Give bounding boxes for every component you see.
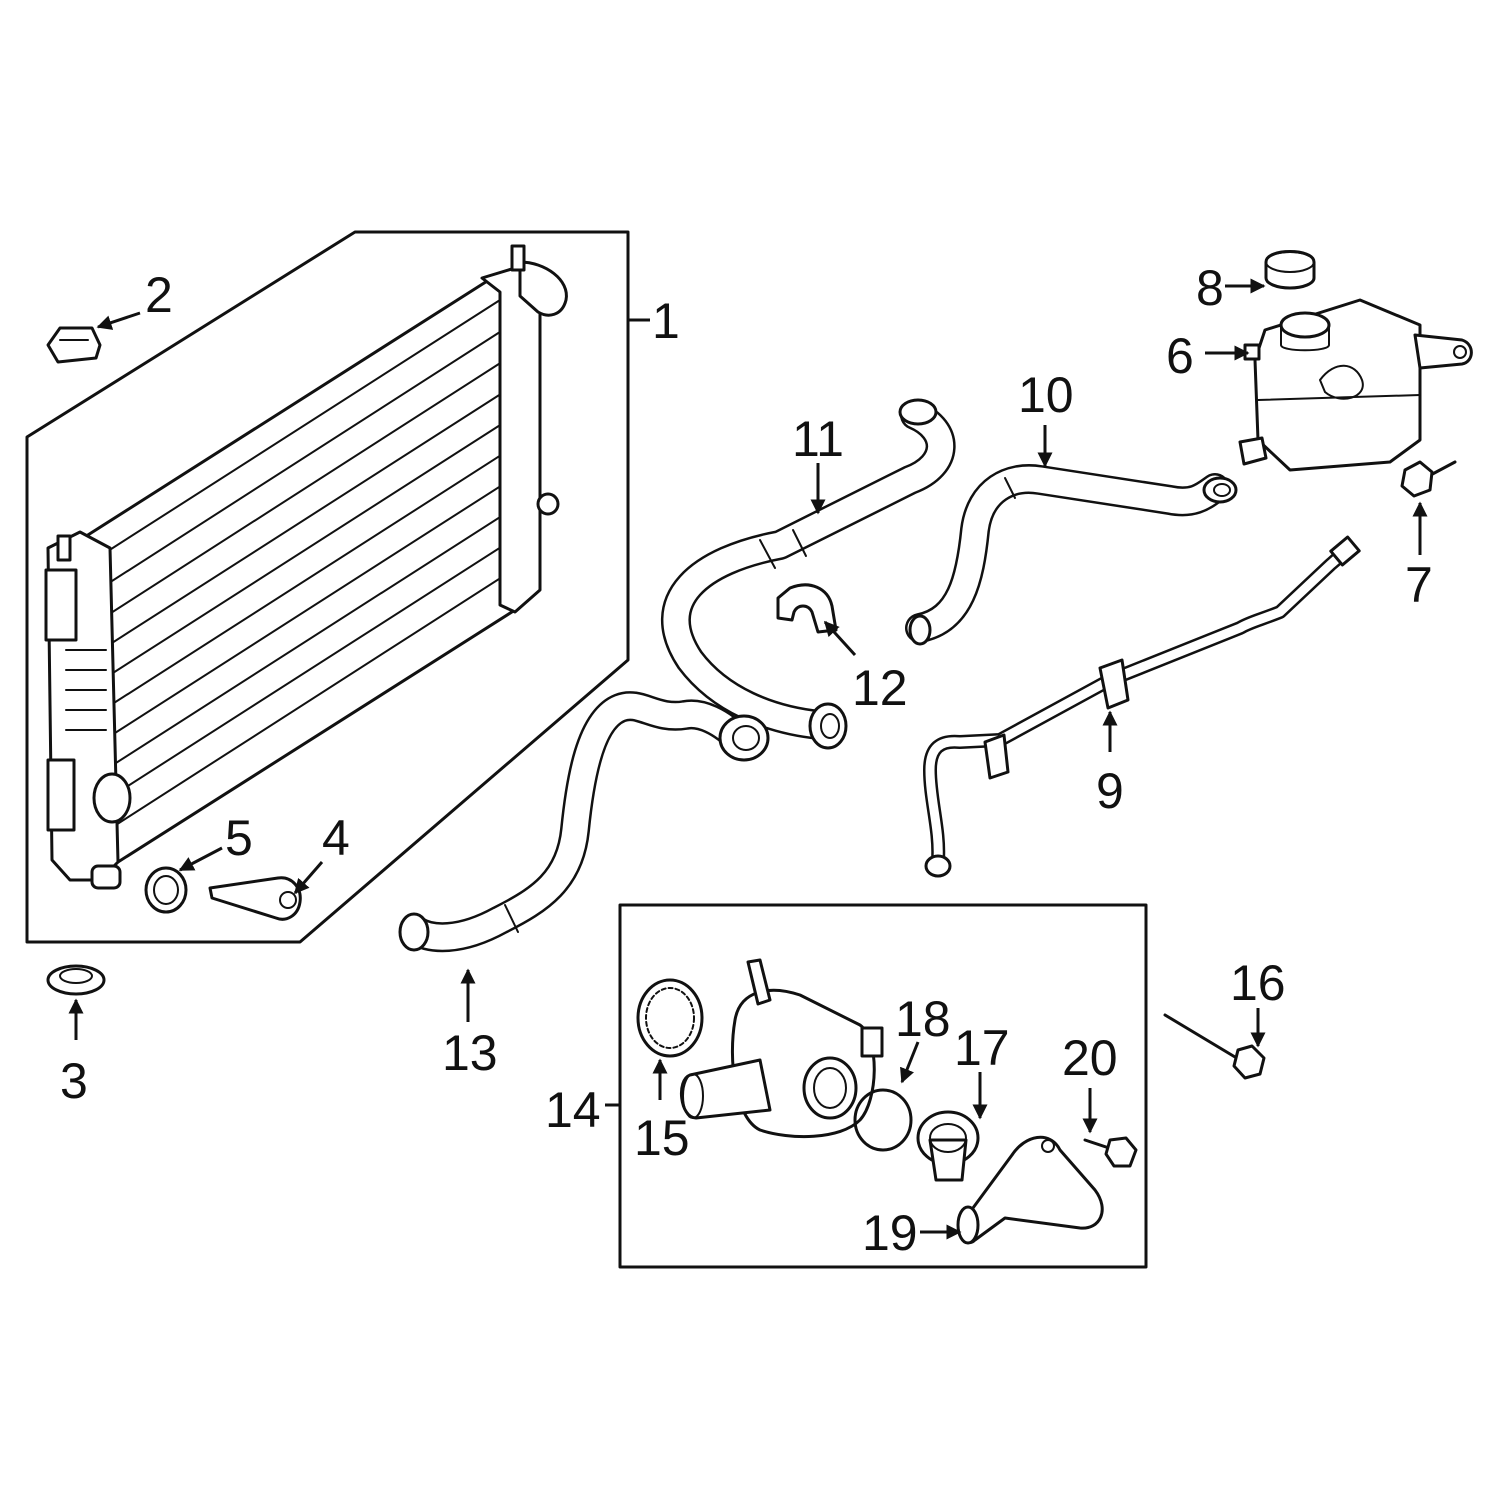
radiator-drain-plug — [90, 864, 122, 890]
part-5-o-ring — [144, 866, 188, 914]
callout-12: 12 — [852, 660, 908, 716]
radiator-upper-outlet — [518, 260, 568, 317]
part-10-overflow-hose — [905, 464, 1238, 646]
thermostat-housing — [679, 958, 884, 1138]
radiator-fins — [93, 299, 514, 831]
part-9-coolant-tube — [923, 535, 1361, 878]
part-3-isolator — [46, 964, 106, 996]
callout-labels: 1 2 3 4 5 6 7 8 9 10 11 12 13 14 15 16 1… — [60, 260, 1433, 1261]
callout-14: 14 — [545, 1082, 601, 1138]
part-13-lower-hose — [398, 691, 770, 953]
callout-11: 11 — [792, 411, 844, 467]
leader-4 — [293, 861, 324, 895]
radiator-left-lower-bracket — [46, 758, 76, 832]
part-11-upper-hose — [661, 398, 956, 750]
callout-5: 5 — [225, 810, 253, 866]
part-16-long-bolt — [1163, 1013, 1266, 1080]
callout-19: 19 — [862, 1205, 918, 1261]
callout-13: 13 — [442, 1025, 498, 1081]
part-8-reservoir-cap — [1264, 250, 1316, 290]
leader-18 — [900, 1041, 920, 1084]
radiator-side-port — [536, 492, 560, 516]
leader-2 — [96, 311, 141, 330]
callout-1: 1 — [652, 293, 680, 349]
leader-lines — [68, 278, 1428, 1240]
callout-7: 7 — [1405, 557, 1433, 613]
callout-6: 6 — [1166, 328, 1194, 384]
radiator-lower-outlet — [92, 772, 132, 824]
callout-2: 2 — [145, 267, 173, 323]
thermostat-panel-outline — [618, 903, 1148, 1269]
part-2-radiator-mount — [46, 326, 102, 364]
callout-9: 9 — [1096, 763, 1124, 819]
callout-8: 8 — [1196, 260, 1224, 316]
radiator-assembly-group — [25, 230, 630, 944]
callout-16: 16 — [1230, 955, 1286, 1011]
callout-15: 15 — [634, 1110, 690, 1166]
part-17-thermostat — [916, 1110, 980, 1182]
radiator-panel-outline — [25, 230, 630, 944]
radiator-left-tank-ribs — [65, 649, 107, 731]
callout-18: 18 — [895, 991, 951, 1047]
part-18-o-ring — [853, 1088, 913, 1152]
leader-5 — [178, 846, 223, 872]
part-19-thermostat-outlet — [956, 1135, 1104, 1245]
part-15-seal-ring — [636, 978, 704, 1058]
part-20-bolt — [1083, 1136, 1138, 1168]
radiator-bleed-nipple — [510, 244, 526, 272]
part-6-coolant-reservoir — [1238, 298, 1473, 472]
leader-12 — [823, 620, 857, 657]
callout-3: 3 — [60, 1053, 88, 1109]
part-4-drain-plug — [208, 876, 302, 921]
part-12-hose-clip — [776, 583, 838, 634]
callout-10: 10 — [1018, 367, 1074, 423]
callout-4: 4 — [322, 810, 350, 866]
callout-17: 17 — [954, 1020, 1010, 1076]
callout-20: 20 — [1062, 1030, 1118, 1086]
part-7-bolt — [1400, 460, 1457, 498]
radiator-top-pin — [56, 534, 72, 562]
radiator-left-bracket — [44, 568, 78, 642]
